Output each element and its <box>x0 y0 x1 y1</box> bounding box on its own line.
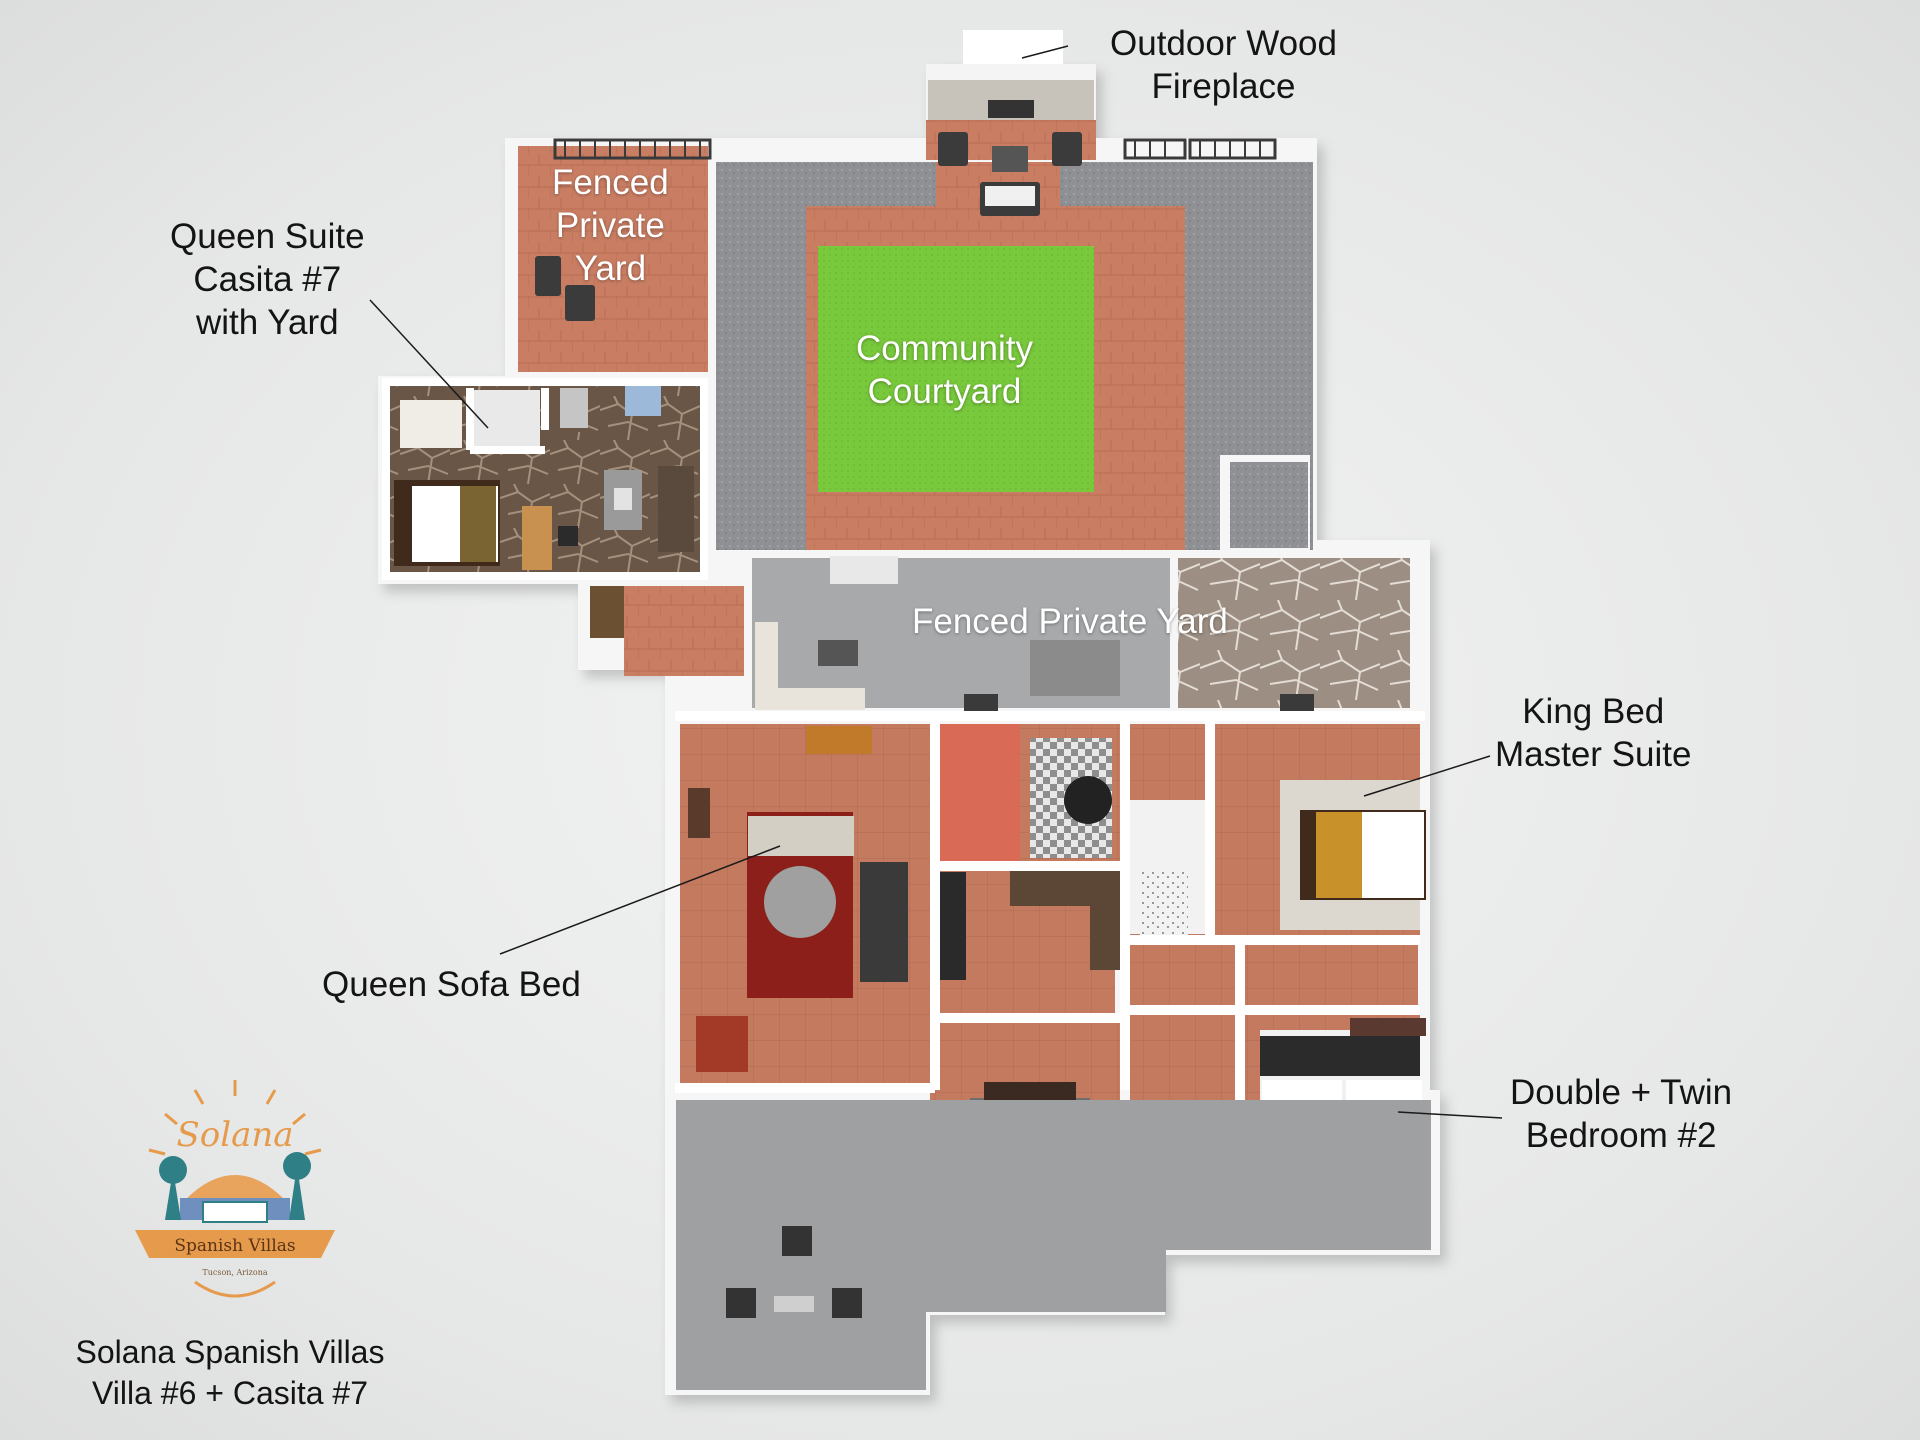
caption: Solana Spanish Villas Villa #6 + Casita … <box>30 1332 430 1414</box>
label-line: Double + Twin <box>1510 1073 1733 1112</box>
label-queen-sofa: Queen Sofa Bed <box>322 963 581 1006</box>
label-line: Bedroom #2 <box>1525 1116 1717 1155</box>
solana-logo: Solana Spanish Villas Tucson, Arizona <box>135 1080 335 1298</box>
plan-label-fenced-yard-casita: Fenced Private Yard <box>552 161 669 290</box>
plan-label-community-courtyard: Community Courtyard <box>856 327 1033 413</box>
label-queen-suite: Queen Suite Casita #7 with Yard <box>170 215 365 344</box>
sun-rays-icon <box>148 1080 322 1156</box>
caption-line: Solana Spanish Villas <box>75 1334 385 1370</box>
label-line: with Yard <box>195 303 339 342</box>
caption-line: Villa #6 + Casita #7 <box>91 1375 369 1411</box>
label-line: Master Suite <box>1495 735 1692 774</box>
plan-label-fenced-yard-villa: Fenced Private Yard <box>912 600 1228 643</box>
label-outdoor-fireplace: Outdoor Wood Fireplace <box>1110 22 1337 108</box>
label-line: Queen Suite <box>170 217 365 256</box>
label-line: Fireplace <box>1151 67 1296 106</box>
logo-script: Solana <box>176 1115 293 1155</box>
label-double-twin: Double + Twin Bedroom #2 <box>1510 1071 1732 1157</box>
label-king-suite: King Bed Master Suite <box>1495 690 1691 776</box>
label-line: Queen Sofa Bed <box>322 965 581 1004</box>
label-line: Community <box>856 329 1033 368</box>
label-line: Fenced <box>552 163 669 202</box>
logo-banner: Spanish Villas <box>174 1236 295 1256</box>
label-line: Yard <box>574 249 647 288</box>
label-line: King Bed <box>1522 692 1665 731</box>
label-line: Fenced Private Yard <box>912 602 1228 641</box>
label-line: Outdoor Wood <box>1110 24 1337 63</box>
label-line: Private <box>555 206 665 245</box>
label-line: Casita #7 <box>193 260 342 299</box>
label-line: Courtyard <box>867 372 1022 411</box>
logo-location: Tucson, Arizona <box>202 1268 267 1277</box>
